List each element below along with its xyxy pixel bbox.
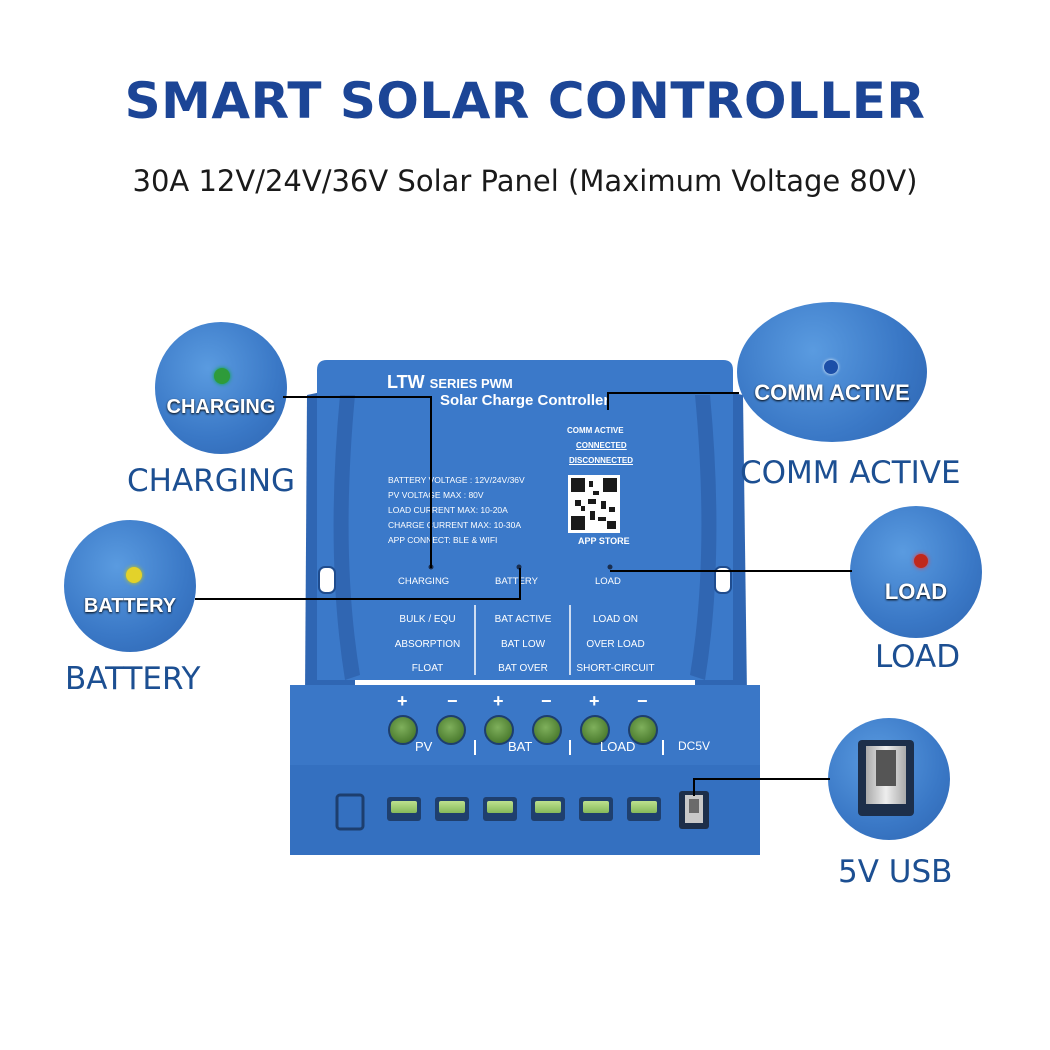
brand-label: LTW SERIES PWM	[387, 372, 513, 392]
status-col-charging: BULK / EQU ABSORPTION FLOAT	[385, 608, 470, 682]
load-leader-line	[610, 570, 852, 572]
status-text: BULK / EQU	[399, 614, 456, 625]
load-positive-terminal	[580, 715, 610, 745]
pv-group-label: PV	[415, 739, 433, 754]
spec-list: BATTERY VOLTAGE : 12V/24V/36V PV VOLTAGE…	[388, 473, 525, 548]
wire-slot	[531, 797, 565, 821]
comm-label: COMM ACTIVE	[740, 455, 961, 491]
comm-bubble: COMM ACTIVE	[737, 302, 927, 442]
wire-slot	[483, 797, 517, 821]
usb-port-icon	[858, 740, 914, 816]
battery-leader-line	[195, 598, 520, 600]
dc5v-group-label: DC5V	[678, 739, 711, 753]
load-led-icon	[914, 554, 928, 568]
load-bubble-text: LOAD	[884, 579, 948, 604]
comm-led-icon	[824, 360, 838, 374]
battery-leader-line	[519, 568, 521, 600]
spec-line: BATTERY VOLTAGE : 12V/24V/36V	[388, 475, 525, 485]
status-text: ABSORPTION	[394, 638, 461, 650]
wire-slot	[435, 797, 469, 821]
charging-bubble: CHARGING	[155, 322, 287, 454]
comm-leader-line	[607, 392, 739, 394]
product-label: Solar Charge Controller	[440, 392, 610, 409]
load-bubble: LOAD	[850, 506, 982, 638]
terminal-sign: +	[493, 691, 504, 711]
load-group-label: LOAD	[600, 739, 636, 754]
page-title: SMART SOLAR CONTROLLER	[124, 72, 926, 130]
status-col-load: LOAD ON OVER LOAD SHORT-CIRCUIT	[573, 608, 658, 682]
status-text: BAT OVER	[498, 663, 548, 674]
bat-group-label: BAT	[508, 739, 533, 754]
charging-leader-line	[430, 396, 432, 568]
status-text: SHORT-CIRCUIT	[576, 663, 655, 674]
wire-slot	[627, 797, 661, 821]
disconnected-text: DISCONNECTED	[569, 456, 634, 465]
terminal-sign: −	[447, 691, 458, 711]
status-col-battery: BAT ACTIVE BAT LOW BAT OVER	[478, 608, 568, 682]
status-text: BAT LOW	[500, 638, 546, 650]
spec-line: PV VOLTAGE MAX : 80V	[388, 490, 484, 500]
charging-label: CHARGING	[127, 463, 296, 499]
charging-bubble-text: CHARGING	[166, 396, 276, 418]
app-store-text: APP STORE	[578, 536, 630, 546]
battery-led-icon	[126, 567, 142, 583]
bat-negative-terminal	[532, 715, 562, 745]
usb-label: 5V USB	[838, 854, 953, 890]
terminal-sign: −	[637, 691, 648, 711]
comm-active-text: COMM ACTIVE	[567, 426, 624, 435]
comm-bubble-text: COMM ACTIVE	[754, 380, 910, 405]
connected-text: CONNECTED	[576, 441, 627, 450]
charging-led-icon	[214, 368, 230, 384]
wire-slot	[579, 797, 613, 821]
battery-label: BATTERY	[65, 661, 201, 697]
page-subtitle: 30A 12V/24V/36V Solar Panel (Maximum Vol…	[132, 164, 918, 198]
pv-negative-terminal	[436, 715, 466, 745]
indicator-load-text: LOAD	[595, 576, 621, 587]
spec-line: APP CONNECT: BLE & WIFI	[388, 535, 498, 545]
spec-line: LOAD CURRENT MAX: 10-20A	[388, 505, 508, 515]
usb-leader-line	[693, 778, 830, 780]
status-text: LOAD ON	[592, 614, 638, 625]
battery-bubble-text: BATTERY	[83, 595, 177, 617]
battery-bubble: BATTERY	[64, 520, 196, 652]
controller-device: LTW SERIES PWM Solar Charge Controller C…	[285, 355, 765, 855]
pv-positive-terminal	[388, 715, 418, 745]
terminal-sign: −	[541, 691, 552, 711]
indicator-charging-text: CHARGING	[398, 576, 450, 587]
indicator-battery-text: BATTERY	[495, 576, 538, 587]
usb-bubble	[828, 718, 950, 840]
status-text: OVER LOAD	[586, 638, 645, 650]
status-text: BAT ACTIVE	[494, 614, 552, 625]
status-text: FLOAT	[411, 663, 444, 674]
load-negative-terminal	[628, 715, 658, 745]
comm-leader-line	[607, 392, 609, 410]
usb-leader-line	[693, 778, 695, 796]
terminal-sign: +	[589, 691, 600, 711]
charging-leader-line	[283, 396, 431, 398]
spec-line: CHARGE CURRENT MAX: 10-30A	[388, 520, 522, 530]
load-label: LOAD	[875, 639, 961, 675]
wire-slot	[387, 797, 421, 821]
bat-positive-terminal	[484, 715, 514, 745]
terminal-sign: +	[397, 691, 408, 711]
